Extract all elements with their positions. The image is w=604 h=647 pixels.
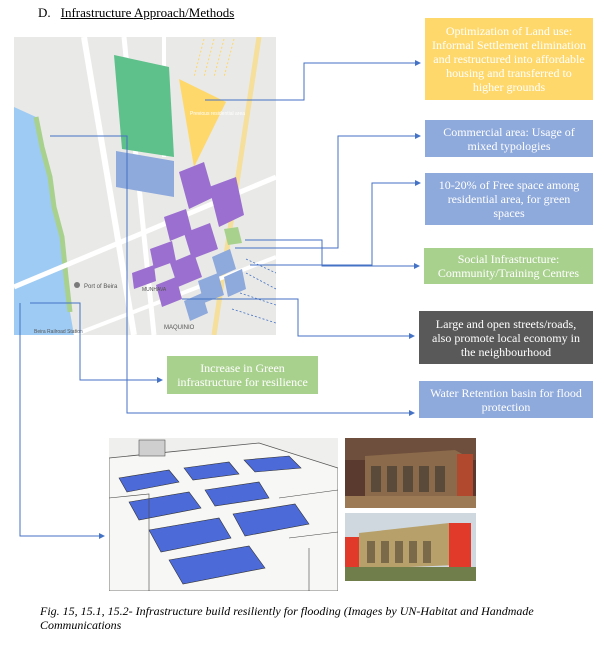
streets-box: Large and open streets/roads, also promo… bbox=[419, 311, 593, 364]
building-photo-1 bbox=[345, 438, 476, 508]
street-label: MUNHAVA bbox=[142, 287, 167, 293]
commercial-area-box: Commercial area: Usage of mixed typologi… bbox=[425, 120, 593, 157]
section-heading: D. Infrastructure Approach/Methods bbox=[38, 5, 234, 21]
rooftop-retention-sketch bbox=[109, 438, 338, 591]
section-title: Infrastructure Approach/Methods bbox=[60, 5, 235, 20]
social-infrastructure-box: Social Infrastructure: Community/Trainin… bbox=[424, 248, 593, 284]
previous-area-label: Previous residential area bbox=[190, 111, 245, 117]
port-label: Port of Beira bbox=[84, 284, 118, 290]
building-photo-2 bbox=[345, 513, 476, 581]
figure-caption: Fig. 15, 15.1, 15.2- Infrastructure buil… bbox=[40, 604, 534, 632]
water-retention-box: Water Retention basin for flood protecti… bbox=[419, 381, 593, 418]
station-label: Beira Railroad Station bbox=[34, 329, 83, 335]
free-space-box: 10-20% of Free space among residential a… bbox=[425, 173, 593, 225]
green-parcel bbox=[114, 55, 174, 157]
site-plan-map: Previous residential area bbox=[14, 37, 276, 335]
section-letter: D. bbox=[38, 5, 51, 20]
previous-residential-area bbox=[179, 79, 226, 167]
blue-parcel-north bbox=[116, 151, 174, 197]
district-label: MAQUINIO bbox=[164, 325, 195, 331]
green-infrastructure-box: Increase in Green infrastructure for res… bbox=[167, 356, 318, 394]
sea-shape bbox=[14, 107, 74, 335]
land-use-box: Optimization of Land use: Informal Settl… bbox=[425, 18, 593, 100]
